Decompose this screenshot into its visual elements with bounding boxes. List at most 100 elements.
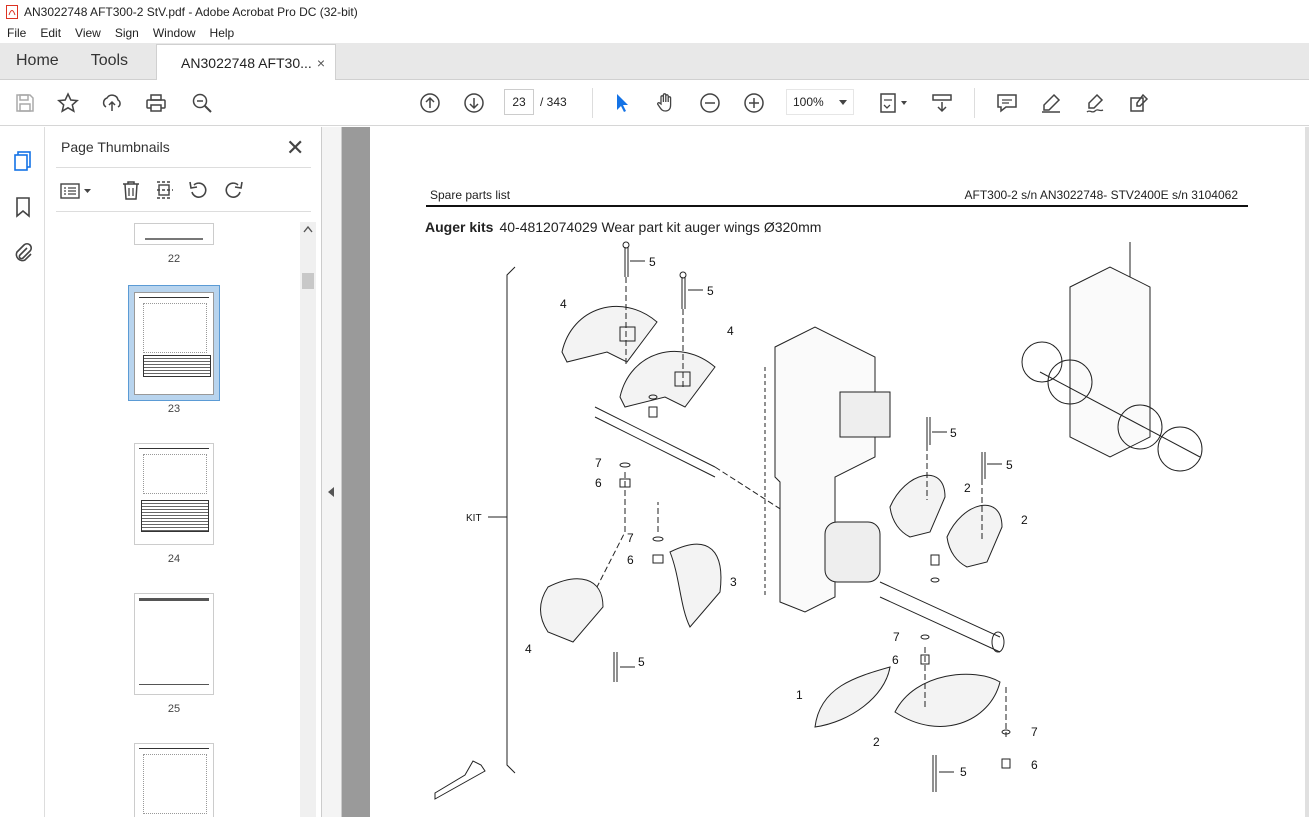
callout: 6: [892, 653, 899, 667]
callout: 2: [873, 735, 880, 749]
rotate-right-icon[interactable]: [222, 179, 244, 201]
divider: [56, 211, 311, 212]
bookmarks-icon[interactable]: [11, 195, 35, 219]
thumbnail-page-24[interactable]: [134, 443, 214, 545]
divider: [56, 167, 311, 168]
extract-page-icon[interactable]: [154, 179, 176, 201]
comment-icon[interactable]: [995, 91, 1019, 115]
section-name: Auger kits: [425, 219, 494, 235]
collapse-arrow-icon: [328, 487, 334, 497]
acrobat-icon: [6, 4, 18, 19]
tab-home[interactable]: Home: [16, 52, 59, 69]
scroll-up-icon[interactable]: [303, 225, 313, 233]
callout: 5: [950, 426, 957, 440]
thumbnails-tools: [60, 177, 300, 205]
previous-page-icon[interactable]: [418, 91, 442, 115]
save-icon[interactable]: [13, 91, 37, 115]
callout: 1: [796, 688, 803, 702]
thumbnail-page-23[interactable]: [128, 285, 220, 401]
callout: 4: [525, 642, 532, 656]
page-thumbnails-icon[interactable]: [11, 149, 35, 173]
callout: 2: [964, 481, 971, 495]
menu-view[interactable]: View: [75, 26, 101, 40]
tab-close-icon[interactable]: ×: [316, 54, 326, 71]
close-panel-icon[interactable]: ✕: [286, 135, 305, 160]
menu-help[interactable]: Help: [209, 26, 235, 40]
print-icon[interactable]: [144, 91, 168, 115]
toolbar-divider: [592, 88, 593, 118]
thumbnails-title: Page Thumbnails: [61, 139, 170, 155]
left-icon-rail: [0, 127, 45, 817]
pdf-page: Spare parts list AFT300-2 s/n AN3022748-…: [370, 127, 1305, 817]
kit-description: 40-4812074029 Wear part kit auger wings …: [499, 219, 822, 235]
fit-page-icon[interactable]: [876, 91, 912, 115]
menu-sign[interactable]: Sign: [114, 26, 139, 40]
document-view[interactable]: Spare parts list AFT300-2 s/n AN3022748-…: [342, 127, 1309, 817]
thumbnails-panel: Page Thumbnails ✕ 22 23 24 25: [46, 127, 322, 817]
menu-window[interactable]: Window: [152, 26, 196, 40]
header-rule: [426, 205, 1248, 207]
rotate-left-icon[interactable]: [188, 179, 210, 201]
hand-tool-icon[interactable]: [654, 91, 678, 115]
scroll-mode-icon[interactable]: [930, 91, 954, 115]
callout: 4: [727, 324, 734, 338]
attachments-icon[interactable]: [11, 241, 35, 265]
page-total: / 343: [540, 95, 567, 109]
window-title: AN3022748 AFT300-2 StV.pdf - Adobe Acrob…: [24, 4, 358, 19]
callout: 5: [638, 655, 645, 669]
select-cursor-icon[interactable]: [610, 91, 634, 115]
page-header-left: Spare parts list: [430, 188, 511, 202]
thumbnail-page-26[interactable]: [134, 743, 214, 817]
callout: 6: [595, 476, 602, 490]
share-upload-icon[interactable]: [100, 91, 124, 115]
zoom-level-value: 100%: [793, 95, 824, 109]
callout: 2: [1021, 513, 1028, 527]
bookmark-star-icon[interactable]: [56, 91, 80, 115]
delete-page-icon[interactable]: [120, 179, 142, 201]
thumbnail-label: 23: [167, 403, 181, 415]
thumbnail-label: 24: [167, 553, 181, 565]
panel-collapse-handle[interactable]: [322, 127, 342, 817]
chevron-down-icon: [839, 99, 847, 105]
callout: 5: [707, 284, 714, 298]
toolbar: [0, 80, 1309, 126]
menu-file[interactable]: File: [7, 26, 27, 40]
thumbnail-label: 25: [167, 703, 181, 715]
tab-document-label: AN3022748 AFT30...: [181, 54, 312, 71]
zoom-level-select[interactable]: 100%: [786, 89, 854, 115]
highlight-pen-icon[interactable]: [1039, 91, 1063, 115]
fill-sign-icon[interactable]: [1127, 91, 1151, 115]
next-page-icon[interactable]: [462, 91, 486, 115]
callout: 7: [893, 630, 900, 644]
thumbnail-label: 22: [167, 253, 181, 265]
scrollbar-thumb[interactable]: [302, 273, 314, 289]
title-bar: AN3022748 AFT300-2 StV.pdf - Adobe Acrob…: [0, 0, 1309, 23]
callout: 7: [595, 456, 602, 470]
thumbnail-page-25[interactable]: [134, 593, 214, 695]
document-scrollbar[interactable]: [1305, 127, 1309, 817]
tab-strip: Home Tools AN3022748 AFT30... ×: [0, 43, 1309, 80]
menu-bar: File Edit View Sign Window Help: [0, 23, 1309, 43]
callout: 4: [560, 297, 567, 311]
tab-document[interactable]: AN3022748 AFT30... ×: [156, 44, 337, 80]
zoom-in-icon[interactable]: [742, 91, 766, 115]
section-title: Auger kits 40-4812074029 Wear part kit au…: [425, 219, 821, 235]
callout: 5: [1006, 458, 1013, 472]
kit-label: KIT: [466, 513, 482, 524]
page-number-input[interactable]: 23: [504, 89, 534, 115]
thumbnail-page-22[interactable]: [134, 223, 214, 245]
callout: 7: [627, 531, 634, 545]
callout: 6: [627, 553, 634, 567]
callout: 6: [1031, 758, 1038, 772]
menu-edit[interactable]: Edit: [40, 26, 62, 40]
thumbnail-options-icon[interactable]: [60, 181, 94, 201]
exploded-parts-drawing: 1 2 2 2 3 4 4 4 5 5 5 5 5 5 6 6 6 6 7 7: [434, 241, 1203, 800]
thumbnails-scrollbar[interactable]: [300, 222, 316, 817]
draw-signature-icon[interactable]: [1083, 91, 1107, 115]
zoom-search-icon[interactable]: [190, 91, 214, 115]
callout: 5: [960, 765, 967, 779]
zoom-out-icon[interactable]: [698, 91, 722, 115]
toolbar-divider: [974, 88, 975, 118]
tab-tools[interactable]: Tools: [90, 52, 129, 69]
callout: 5: [649, 255, 656, 269]
